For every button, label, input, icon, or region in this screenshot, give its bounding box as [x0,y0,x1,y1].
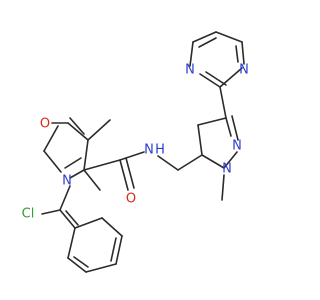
bond [215,31,243,43]
bond [83,159,121,171]
bond [101,217,123,237]
bond [192,31,217,43]
bond [83,169,101,191]
bond [43,150,62,173]
bond [73,256,89,268]
bond [64,157,82,169]
bond [67,257,87,273]
bond [67,122,89,141]
bond [197,117,227,126]
bond [197,124,203,156]
bond [201,154,225,169]
atom-h-amide: H [155,143,165,158]
atom-o-isoxazole: O [40,117,50,132]
atom-labels: O N O N H N N N N Cl [22,63,249,222]
bond [69,169,85,179]
bond [67,227,76,259]
bond [231,115,239,141]
bond [189,41,194,67]
bond [43,125,59,152]
bond [115,235,123,265]
bond [157,155,179,171]
bond [223,151,238,169]
bond [110,237,117,262]
atom-o-amide: O [126,192,136,207]
bond [85,263,117,273]
atom-n-pyrazine-top: N [239,63,249,78]
atom-n-isoxazole: N [62,174,72,189]
bond [83,139,89,171]
atom-cl: Cl [22,207,35,222]
bond [69,117,85,135]
bond [221,174,225,201]
bond [87,119,111,141]
atom-n-pyrazine-left: N [185,63,195,78]
bond [119,159,129,191]
bond [241,41,245,65]
bond [65,210,79,226]
bonds [41,31,245,273]
bond [177,154,203,171]
molecule-structure-diagram: O N O N H N N N N Cl [22,31,249,273]
atom-n2-pyrazole: N [232,139,242,154]
atom-n-amide: N [144,143,154,158]
bond [41,209,61,215]
bond [74,217,103,229]
bond [205,71,227,86]
bond [198,37,217,48]
bond [235,45,239,63]
bond [219,86,227,119]
bond [125,157,135,189]
bond [59,209,76,229]
atom-n1-pyrazole: N [222,162,232,177]
bond [199,73,221,88]
bond [119,151,145,161]
bond [225,117,232,137]
bond [59,185,71,211]
